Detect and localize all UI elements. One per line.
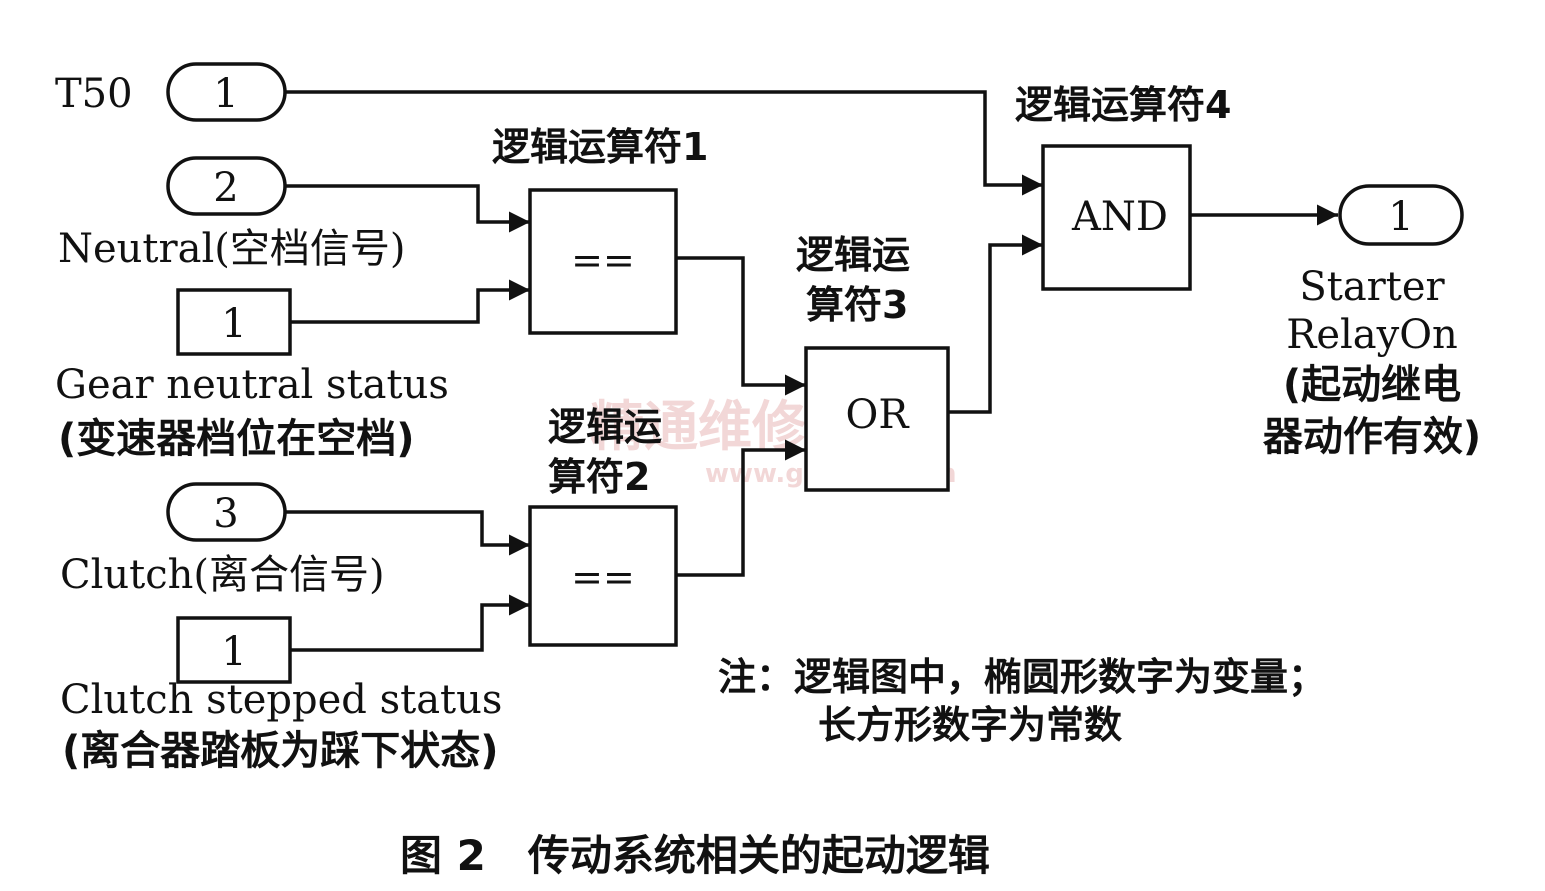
op3-symbol: OR [846,392,911,438]
output-label-line2: RelayOn [1286,312,1458,358]
op1-title: 逻辑运算符1 [492,125,708,169]
wire-neutral-to-op1 [285,184,530,233]
input-oval-t50 [166,62,287,122]
op1-block [528,188,678,335]
constant-box-clutch [176,616,292,684]
label-clutch-status-en: Clutch stepped status [60,677,502,723]
op3-title-line1: 逻辑运 [796,233,910,277]
wire-op1-to-or [676,256,806,396]
constant-value-gear: 1 [221,301,246,347]
wire-gearconst-to-op1 [290,279,530,324]
note-line2: 长方形数字为常数 [818,703,1122,747]
wire-clutchconst-to-op2 [290,594,530,652]
op4-symbol: AND [1071,194,1168,240]
note-line1: 注：逻辑图中，椭圆形数字为变量； [718,655,1326,699]
output-label-line4: 器动作有效) [1263,414,1481,460]
input-oval-clutch [166,482,287,542]
input-number-neutral: 2 [213,165,238,211]
op4-title: 逻辑运算符4 [1015,83,1231,127]
input-number-clutch: 3 [213,491,238,537]
op2-symbol: == [571,555,635,599]
label-gear-status-en: Gear neutral status [55,362,449,408]
input-label-clutch: Clutch(离合信号) [60,552,385,598]
wire-op2-to-or [676,439,806,577]
op2-block [528,505,678,647]
figure-caption: 图 2 传动系统相关的起动逻辑 [400,831,990,880]
constant-box-gear [176,288,292,356]
constant-value-clutch: 1 [221,629,246,675]
input-label-t50: T50 [55,71,133,117]
label-gear-status-cn: (变速器档位在空档) [58,416,415,462]
input-label-neutral: Neutral(空档信号) [58,226,405,272]
wire-or-to-and [948,234,1043,414]
output-label-line3: (起动继电 [1283,362,1461,408]
input-number-t50: 1 [213,71,238,117]
op1-symbol: == [571,238,635,282]
op2-title-line2: 算符2 [548,455,650,499]
output-number: 1 [1388,194,1413,240]
wire-t50-to-and [285,90,1043,196]
op2-title-line1: 逻辑运 [548,405,662,449]
wire-clutch-to-op2 [285,510,530,556]
op4-block [1041,144,1192,291]
output-label-line1: Starter [1299,264,1445,310]
op3-block [804,346,950,492]
input-oval-neutral [166,156,287,216]
output-oval [1338,184,1464,246]
op3-title-line2: 算符3 [806,283,908,327]
label-clutch-status-cn: (离合器踏板为踩下状态) [62,728,499,774]
